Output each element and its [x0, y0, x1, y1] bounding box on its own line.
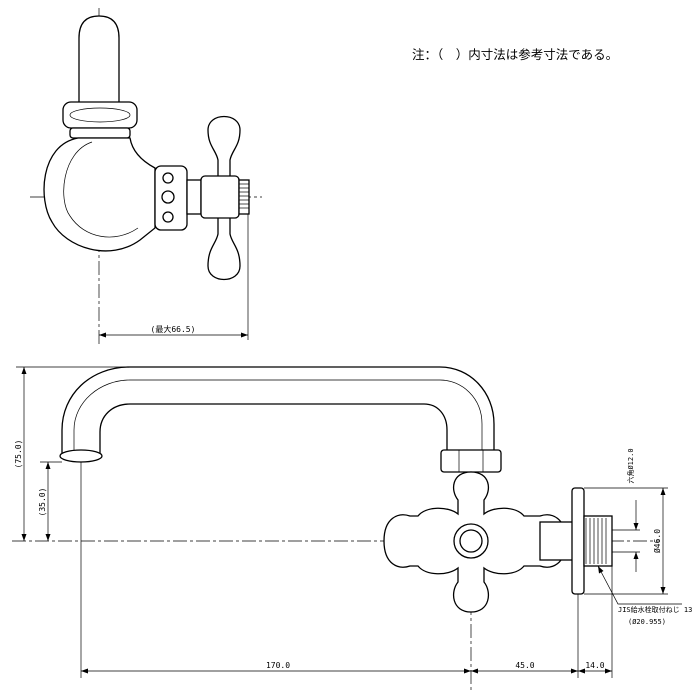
thread-leader-line — [597, 565, 682, 605]
thread-spec-label: JIS給水栓取付ねじ 13 — [618, 605, 692, 614]
side-valve-nut — [440, 449, 502, 473]
side-thread-lines — [585, 518, 607, 564]
length-valve-dimension: 45.0 — [515, 661, 534, 670]
length-main-dimension: 170.0 — [266, 661, 290, 670]
reference-dimension-note: 注：（ ）内寸法は参考寸法である。 — [412, 47, 619, 62]
top-spout-collar — [62, 101, 138, 129]
top-width-dimension: (最大66.5) — [151, 324, 196, 334]
side-view: (75.0) (35.0) 170.0 45.0 14.0 Ø46.0 六角Ø1… — [12, 366, 692, 690]
side-spout-shading — [73, 379, 483, 456]
top-body-loop — [43, 137, 156, 252]
top-view: (最大66.5) — [30, 8, 262, 345]
side-spout-outlet — [59, 449, 103, 463]
thread-diameter-label: (Ø20.955) — [628, 618, 666, 626]
top-handle-hub — [200, 175, 240, 219]
flange-diameter-dimension: Ø46.0 — [652, 529, 662, 553]
top-valve-bolt — [162, 172, 174, 184]
total-height-dimension: (75.0) — [14, 440, 23, 469]
top-handle-knurl-lines — [239, 183, 249, 209]
side-wall-flange — [571, 487, 585, 595]
length-flange-dimension: 14.0 — [585, 661, 604, 670]
side-handle-hub-inner — [459, 529, 483, 553]
top-handle-knurl — [238, 179, 250, 215]
side-spout-arm — [61, 366, 495, 457]
top-collar-ring — [69, 107, 131, 123]
top-spout-tube — [78, 15, 120, 109]
top-valve-bolt — [162, 211, 174, 223]
spout-height-dimension: (35.0) — [38, 488, 47, 517]
hex-size-dimension: 六角Ø12.0 — [626, 448, 635, 483]
top-valve-neck — [186, 179, 202, 215]
top-collar-base — [69, 127, 131, 139]
top-valve-bolt — [161, 190, 175, 204]
top-body-inner-edge — [63, 141, 139, 238]
side-body-connector — [539, 521, 577, 561]
